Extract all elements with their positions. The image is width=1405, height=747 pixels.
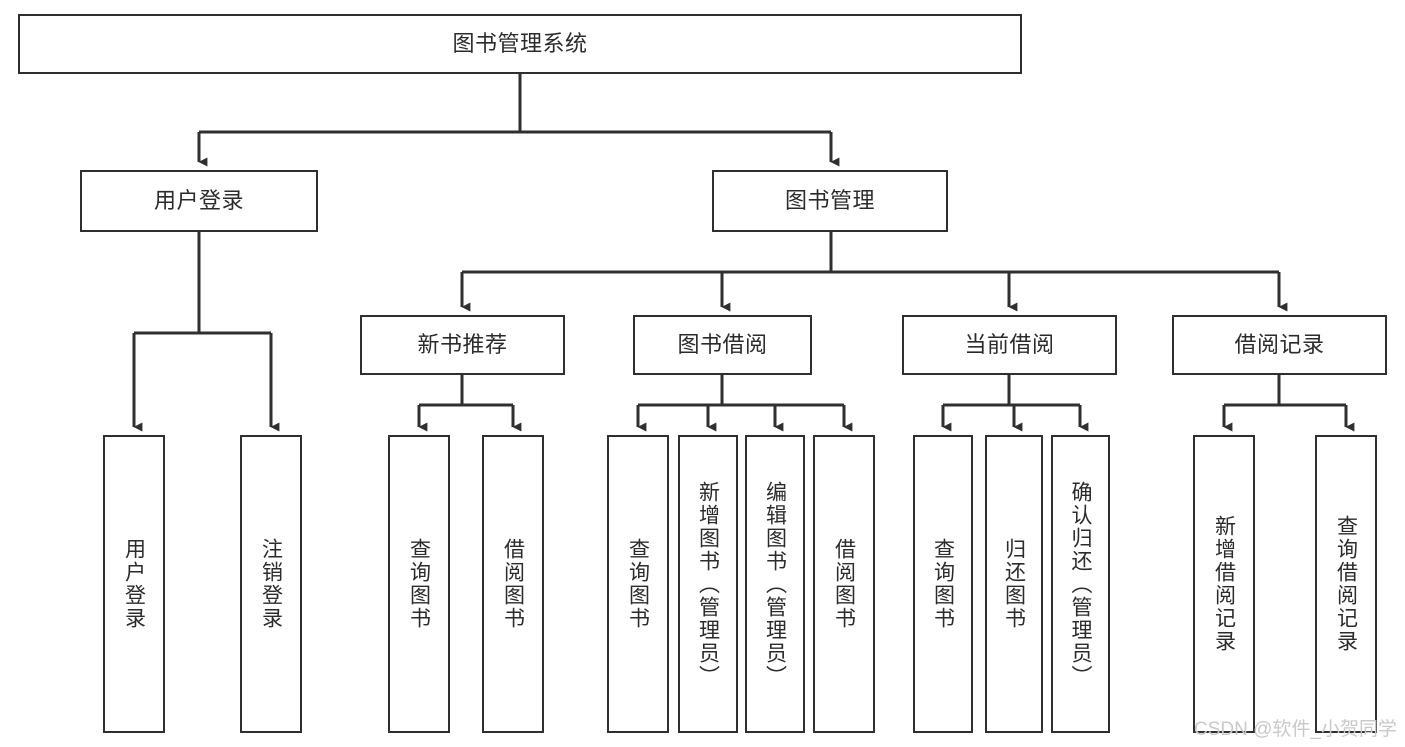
- node-leaf-label: 归还图书: [1002, 538, 1026, 630]
- node-leaf-label: 借阅图书: [832, 538, 856, 630]
- node-leaf-label: 用户登录: [122, 538, 146, 630]
- node-leaf-logout[interactable]: 注销登录: [240, 435, 302, 733]
- node-leaf-label: 注销登录: [259, 538, 283, 630]
- node-leaf-borrow-book[interactable]: 借阅图书: [813, 435, 875, 733]
- node-leaf-label: 新增借阅记录: [1212, 515, 1236, 653]
- node-leaf-query-book-borrow[interactable]: 查询图书: [607, 435, 669, 733]
- node-current-borrow-label: 当前借阅: [964, 331, 1055, 357]
- csdn-watermark: CSDN @软件_小贺同学: [1194, 719, 1397, 740]
- node-book-borrow-label: 图书借阅: [677, 331, 768, 357]
- node-leaf-add-book-admin[interactable]: 新增图书（管理员）: [678, 435, 738, 733]
- node-leaf-label: 查询图书: [626, 538, 650, 630]
- node-new-book-recommend-label: 新书推荐: [417, 331, 508, 357]
- node-leaf-edit-book-admin[interactable]: 编辑图书（管理员）: [745, 435, 805, 733]
- node-leaf-query-book-current[interactable]: 查询图书: [913, 435, 973, 733]
- node-book-management-label: 图书管理: [784, 187, 875, 213]
- node-root-label: 图书管理系统: [452, 30, 588, 56]
- node-borrow-record-label: 借阅记录: [1234, 331, 1325, 357]
- node-leaf-return-book[interactable]: 归还图书: [985, 435, 1043, 733]
- node-leaf-add-borrow-record[interactable]: 新增借阅记录: [1193, 435, 1255, 733]
- node-leaf-label: 新增图书（管理员）: [696, 480, 720, 688]
- node-leaf-label: 查询图书: [407, 538, 431, 630]
- node-book-management[interactable]: 图书管理: [712, 170, 948, 232]
- node-borrow-record[interactable]: 借阅记录: [1172, 315, 1387, 375]
- node-leaf-borrow-book-newbook[interactable]: 借阅图书: [482, 435, 544, 733]
- node-leaf-label: 查询借阅记录: [1334, 515, 1358, 653]
- node-leaf-user-login[interactable]: 用户登录: [103, 435, 165, 733]
- node-leaf-query-book-newbook[interactable]: 查询图书: [388, 435, 450, 733]
- node-leaf-label: 查询图书: [931, 538, 955, 630]
- node-leaf-label: 借阅图书: [501, 538, 525, 630]
- node-leaf-label: 编辑图书（管理员）: [763, 480, 787, 688]
- node-leaf-confirm-return-admin[interactable]: 确认归还（管理员）: [1051, 435, 1110, 733]
- node-book-borrow[interactable]: 图书借阅: [633, 315, 812, 375]
- node-current-borrow[interactable]: 当前借阅: [902, 315, 1117, 375]
- node-leaf-query-borrow-record[interactable]: 查询借阅记录: [1315, 435, 1377, 733]
- node-user-login[interactable]: 用户登录: [80, 170, 318, 232]
- node-user-login-label: 用户登录: [153, 187, 244, 213]
- node-root-system[interactable]: 图书管理系统: [18, 14, 1022, 74]
- node-new-book-recommend[interactable]: 新书推荐: [360, 315, 565, 375]
- node-leaf-label: 确认归还（管理员）: [1069, 480, 1092, 688]
